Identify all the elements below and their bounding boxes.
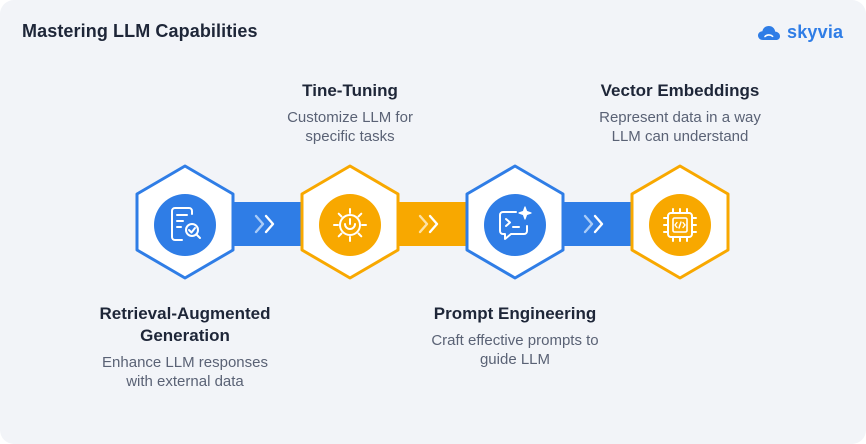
step-node-prompt[interactable] xyxy=(465,164,565,280)
step-description: Enhance LLM responses with external data xyxy=(102,354,268,390)
step-description: Craft effective prompts to guide LLM xyxy=(431,332,599,368)
step-node-rag[interactable] xyxy=(135,164,235,280)
step-label-tuning: Tine-Tuning Customize LLM for specific t… xyxy=(245,80,455,146)
double-chevron-right-icon xyxy=(418,214,439,234)
step-description: Represent data in a way LLM can understa… xyxy=(599,109,761,145)
gear-icon xyxy=(333,208,367,242)
double-chevron-right-icon xyxy=(583,214,604,234)
cloud-icon xyxy=(758,25,780,40)
brand-logo[interactable]: skyvia xyxy=(757,22,843,43)
page-title: Mastering LLM Capabilities xyxy=(22,21,258,41)
step-label-vector: Vector Embeddings Represent data in a wa… xyxy=(570,80,790,146)
connector-2 xyxy=(396,202,468,246)
step-label-prompt: Prompt Engineering Craft effective promp… xyxy=(400,303,630,369)
chip-icon xyxy=(663,208,697,242)
step-title: Retrieval-Augmented Generation xyxy=(99,304,271,345)
chat-sparkle-icon xyxy=(499,206,532,240)
step-title: Prompt Engineering xyxy=(433,304,597,323)
double-chevron-right-icon xyxy=(254,214,275,234)
document-search-icon xyxy=(171,207,201,241)
step-node-tuning[interactable] xyxy=(300,164,400,280)
connector-1 xyxy=(232,202,304,246)
step-label-rag: Retrieval-Augmented Generation Enhance L… xyxy=(80,303,290,391)
step-description: Customize LLM for specific tasks xyxy=(287,109,413,145)
connector-3 xyxy=(561,202,633,246)
step-title: Tine-Tuning xyxy=(302,81,398,100)
step-title: Vector Embeddings xyxy=(600,81,760,100)
brand-name: skyvia xyxy=(787,22,844,42)
step-node-vector[interactable] xyxy=(630,164,730,280)
